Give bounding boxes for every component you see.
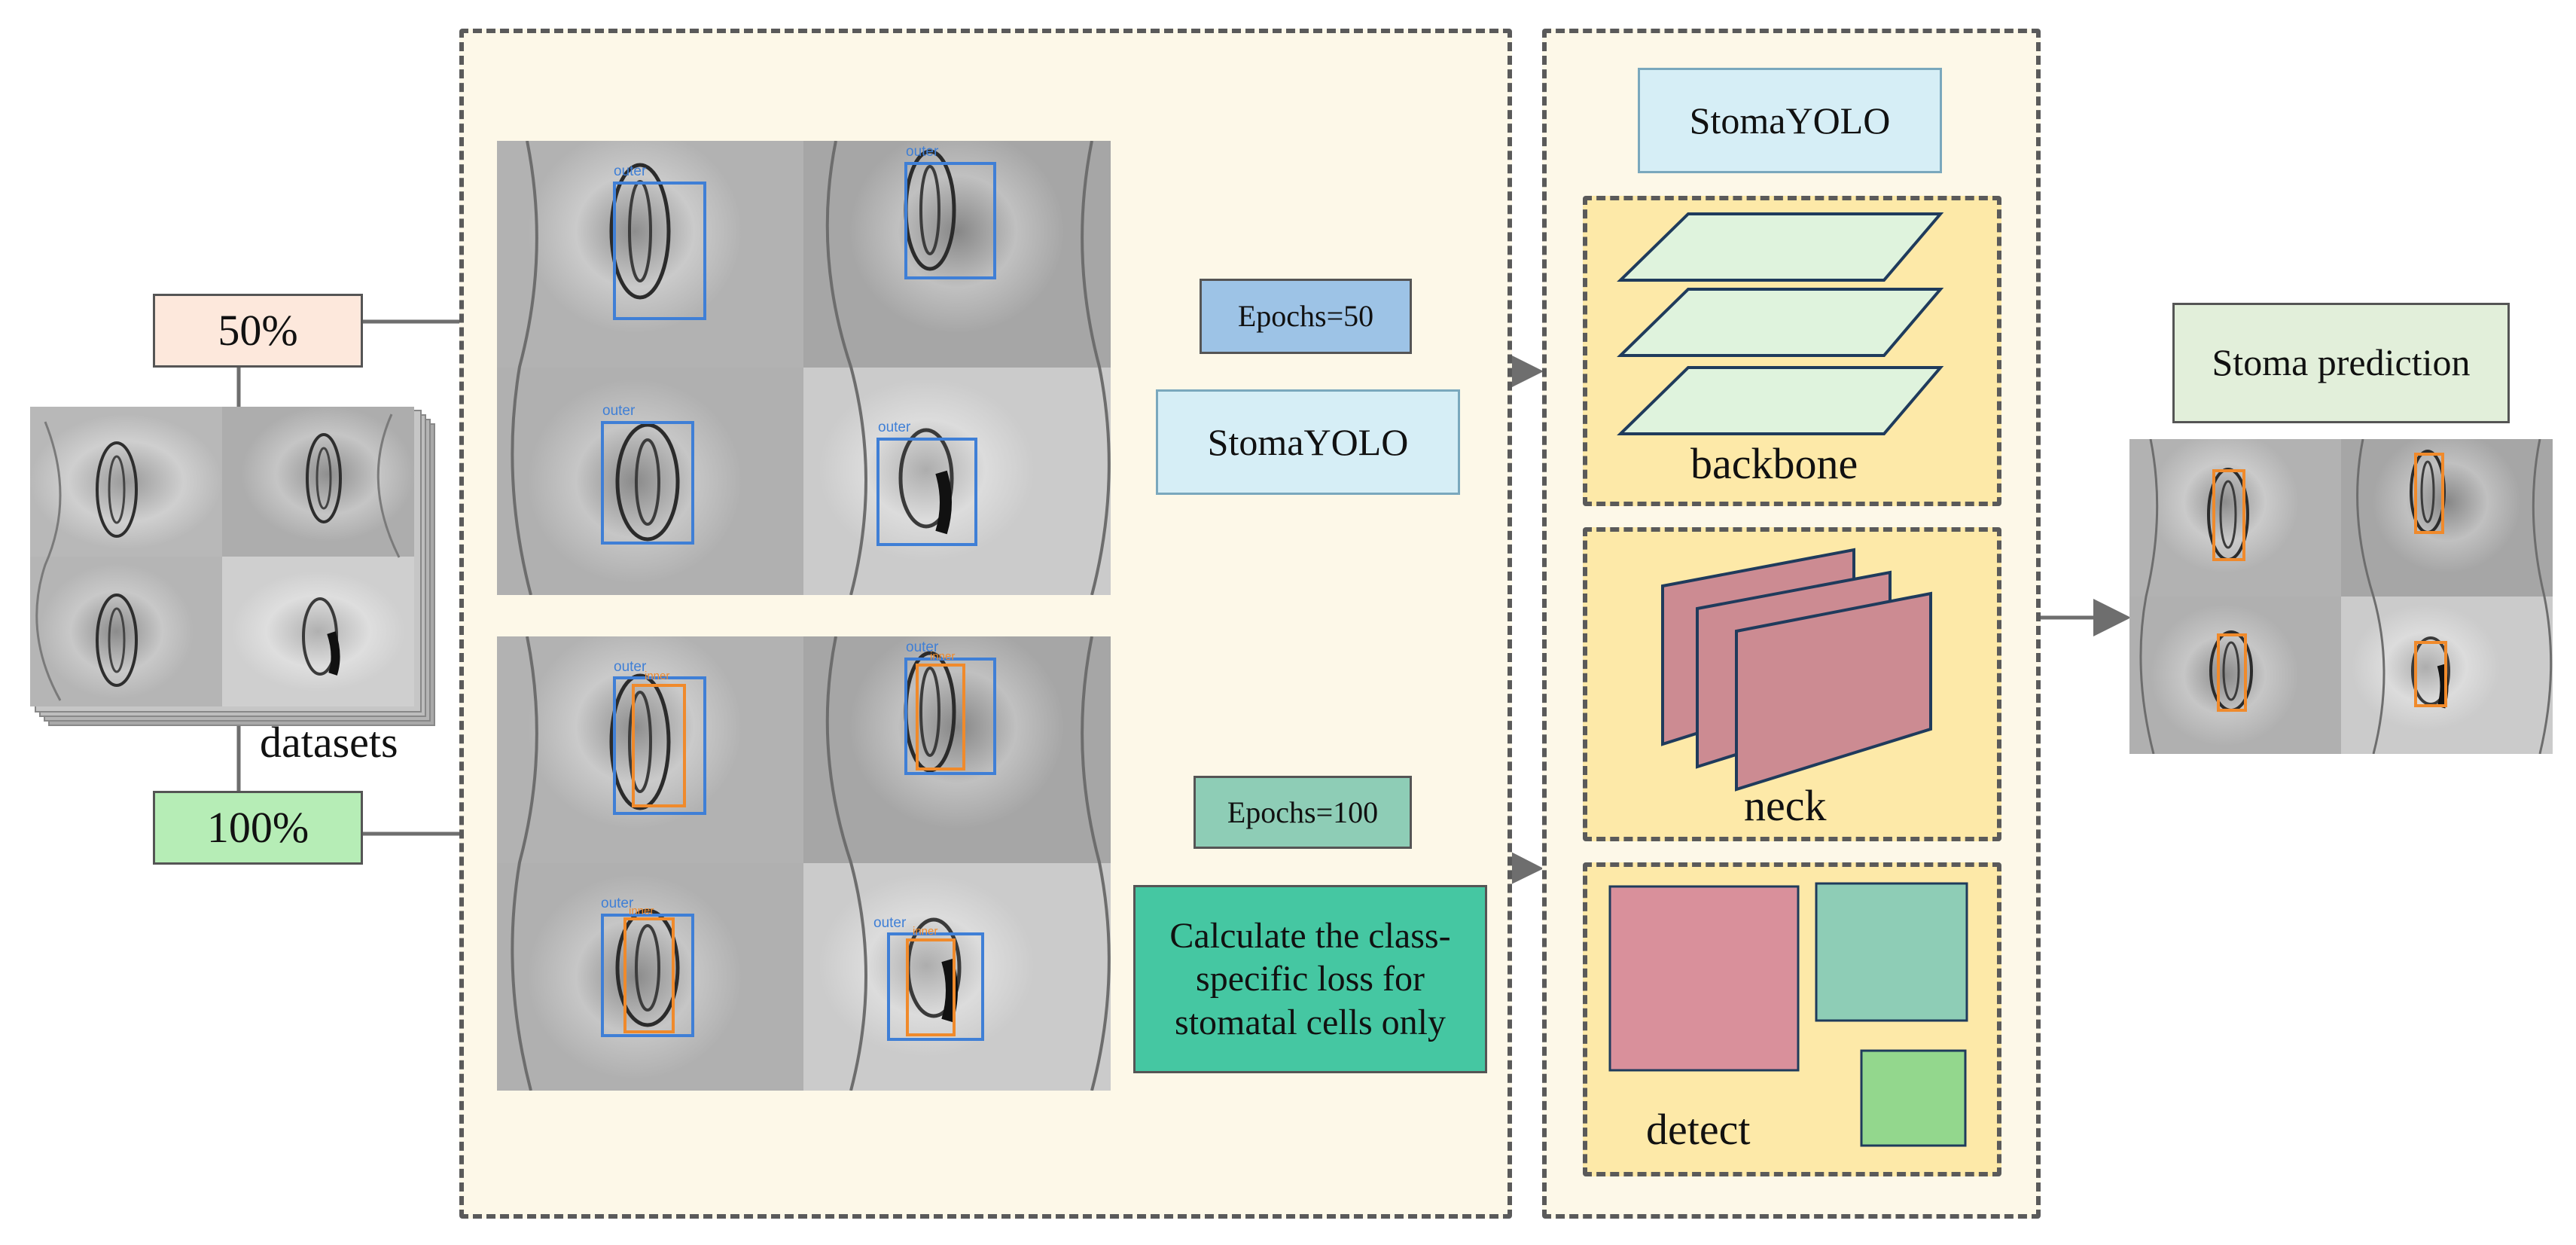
loss-note-box: Calculate the class-specific loss for st… <box>1133 885 1487 1073</box>
stomayolo-box-arch: StomaYOLO <box>1638 68 1942 173</box>
outer-tag: outer <box>601 896 634 911</box>
epochs-50-box: Epochs=50 <box>1200 279 1412 354</box>
stomayolo-arch-label: StomaYOLO <box>1689 99 1891 142</box>
dataset-image <box>30 407 414 706</box>
backbone-label: backbone <box>1690 439 1858 488</box>
outer-tag: outer <box>614 163 647 179</box>
prediction-image-grid <box>2129 439 2553 754</box>
split-100-label: 100% <box>206 803 309 853</box>
outer-tag: outer <box>906 144 939 160</box>
training-image-grid-100: outer inner outer inner outer inner oute… <box>497 636 1111 1091</box>
outer-tag: outer <box>906 639 939 655</box>
inner-tag: inner <box>645 670 670 682</box>
inner-tag: inner <box>629 905 654 917</box>
training-image-grid-50: outer outer outer outer <box>497 141 1111 595</box>
neck-sheets <box>1661 548 1932 792</box>
inner-tag: inner <box>913 925 938 938</box>
split-50-box: 50% <box>153 294 363 368</box>
outer-tag: outer <box>873 915 907 931</box>
outer-tag: outer <box>878 420 911 435</box>
epochs-100-label: Epochs=100 <box>1227 795 1379 829</box>
backbone-layers <box>1617 212 1944 435</box>
detect-label: detect <box>1646 1105 1751 1154</box>
loss-note-text: Calculate the class-specific loss for st… <box>1169 915 1451 1042</box>
detect-heads <box>1608 882 1968 1147</box>
split-100-box: 100% <box>153 791 363 865</box>
stomayolo-box-train: StomaYOLO <box>1156 389 1460 495</box>
inner-tag: inner <box>930 650 956 663</box>
stoma-prediction-box: Stoma prediction <box>2172 303 2510 423</box>
epochs-50-label: Epochs=50 <box>1237 299 1374 333</box>
stomayolo-label: StomaYOLO <box>1207 421 1409 463</box>
datasets-label: datasets <box>260 718 398 767</box>
outer-tag: outer <box>614 659 647 675</box>
neck-label: neck <box>1744 781 1827 830</box>
epochs-100-box: Epochs=100 <box>1193 776 1412 849</box>
split-50-label: 50% <box>218 306 298 355</box>
outer-tag: outer <box>602 403 636 419</box>
stoma-prediction-label: Stoma prediction <box>2212 341 2471 384</box>
dataset-stack <box>30 407 437 726</box>
